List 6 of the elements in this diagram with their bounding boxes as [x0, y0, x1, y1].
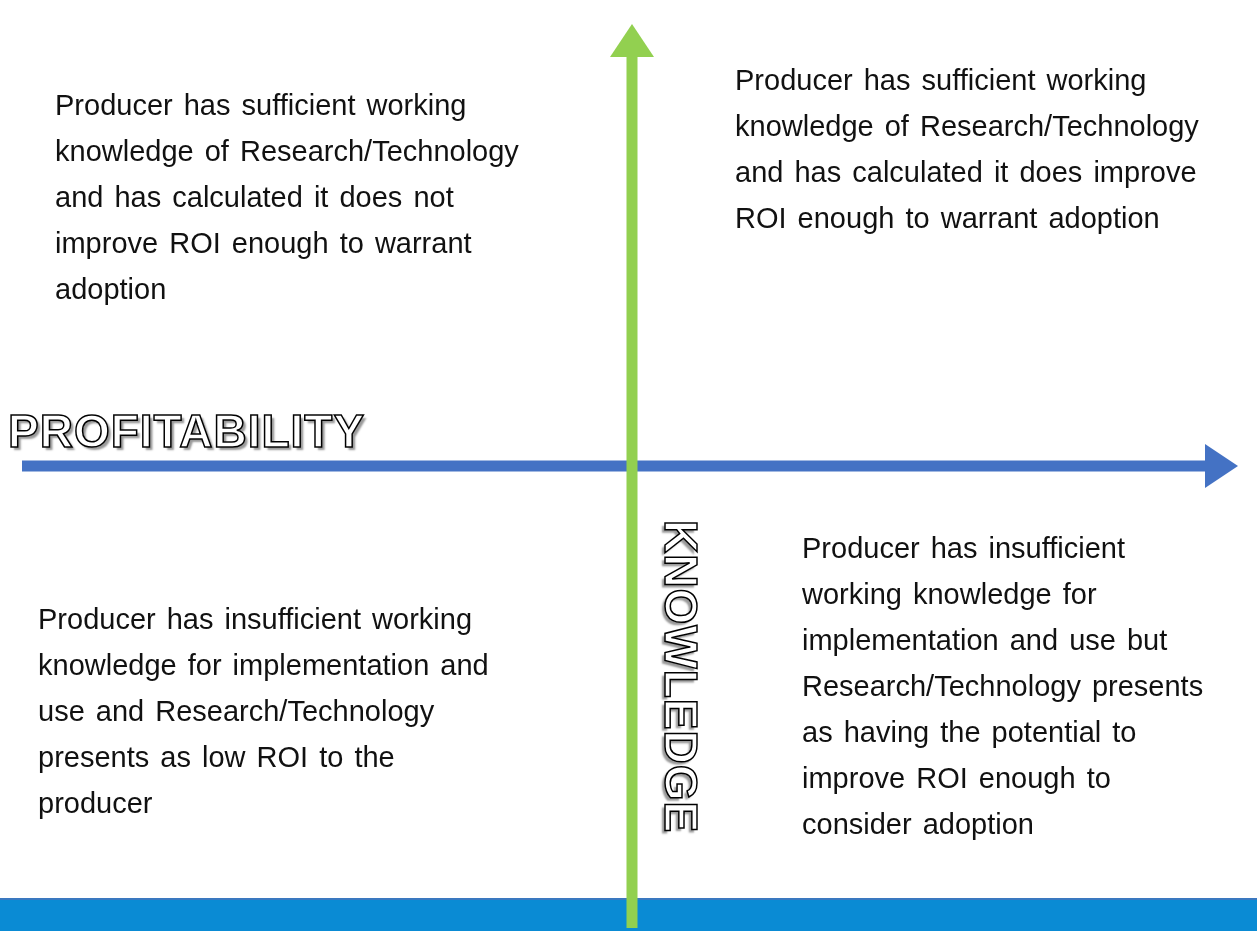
- quadrant-text: Producer has sufficient working knowledge of Research/Technology and has calculated it does not improve ROI enough to warrant adoption: [55, 88, 520, 307]
- axis-label: PROFITABILITY: [8, 404, 366, 458]
- quadrant-text: Producer has sufficient working knowledge of Research/Technology and has calculated it does improve ROI enough to warrant adoption: [735, 63, 1200, 236]
- axis-label: KNOWLEDGE: [654, 520, 708, 834]
- quadrant-text: Producer has insufficient working knowledge for implementation and use but Research/Technology presents as having the potential to improve ROI enough to consider adoption: [802, 531, 1205, 842]
- quadrant-text: Producer has insufficient working knowledge for implementation and use and Research/Technology presents as low ROI to the producer: [38, 602, 490, 821]
